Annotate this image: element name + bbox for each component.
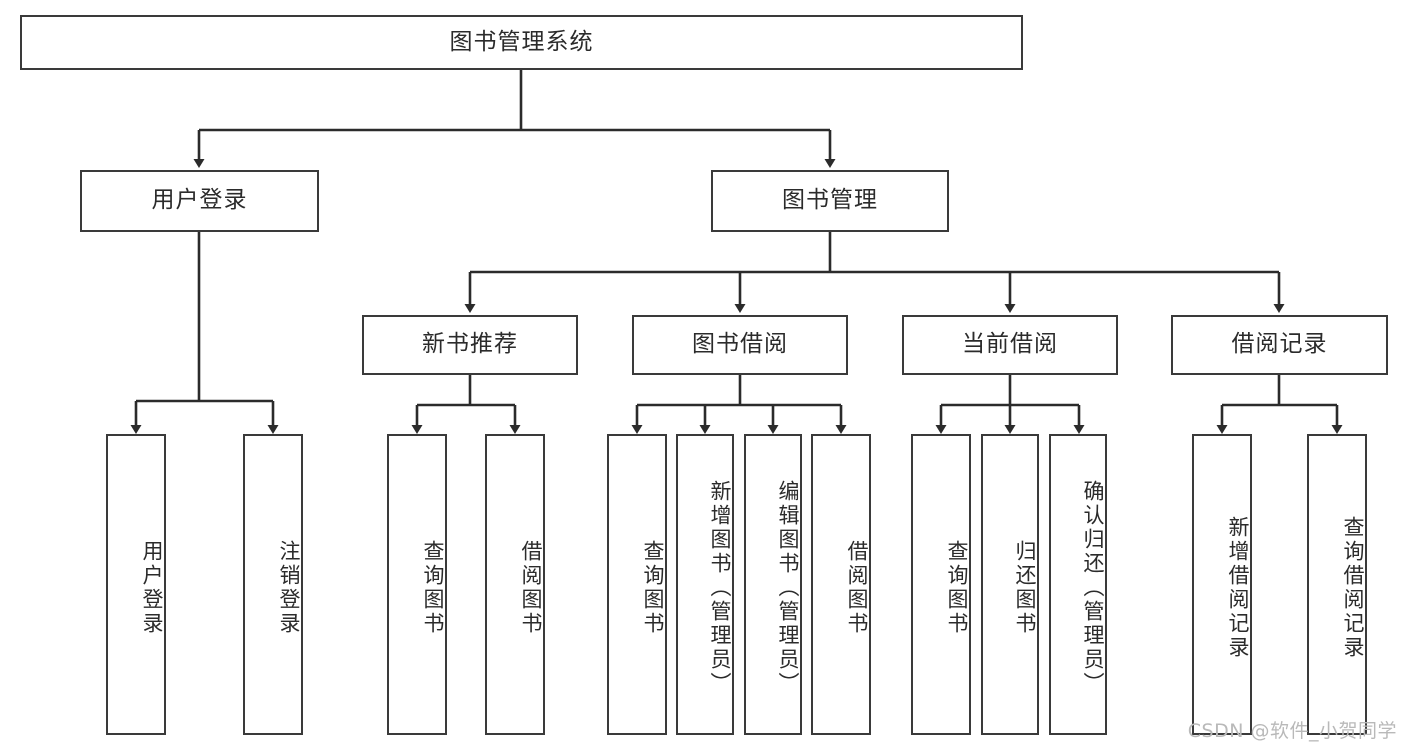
- leaf-label: 注销登录: [277, 539, 301, 636]
- node-new-book-recommend[interactable]: 新书推荐: [362, 315, 578, 375]
- node-book-management[interactable]: 图书管理: [711, 170, 949, 232]
- leaf-current-confirm-return[interactable]: 确认归还（管理员）: [1049, 434, 1107, 735]
- leaf-label: 查询图书: [641, 539, 665, 636]
- leaf-record-add-record[interactable]: 新增借阅记录: [1192, 434, 1252, 735]
- leaf-current-return-book[interactable]: 归还图书: [981, 434, 1039, 735]
- leaf-user-login-login[interactable]: 用户登录: [106, 434, 166, 735]
- leaf-new-book-borrow[interactable]: 借阅图书: [485, 434, 545, 735]
- leaf-borrow-borrow-book[interactable]: 借阅图书: [811, 434, 871, 735]
- watermark-text: CSDN @软件_小贺同学: [1187, 720, 1397, 742]
- node-root-system[interactable]: 图书管理系统: [20, 15, 1023, 70]
- leaf-borrow-add-book[interactable]: 新增图书（管理员）: [676, 434, 734, 735]
- leaf-label: 新增图书（管理员）: [708, 479, 732, 696]
- leaf-current-query-book[interactable]: 查询图书: [911, 434, 971, 735]
- leaf-label: 查询借阅记录: [1341, 515, 1365, 660]
- leaf-borrow-edit-book[interactable]: 编辑图书（管理员）: [744, 434, 802, 735]
- leaf-label: 借阅图书: [519, 539, 543, 636]
- leaf-label: 查询图书: [945, 539, 969, 636]
- leaf-label: 确认归还（管理员）: [1081, 479, 1105, 696]
- node-book-borrow[interactable]: 图书借阅: [632, 315, 848, 375]
- leaf-label: 借阅图书: [845, 539, 869, 636]
- leaf-label: 用户登录: [140, 539, 164, 636]
- leaf-label: 新增借阅记录: [1226, 515, 1250, 660]
- node-user-login[interactable]: 用户登录: [80, 170, 319, 232]
- node-current-borrow[interactable]: 当前借阅: [902, 315, 1118, 375]
- leaf-label: 编辑图书（管理员）: [776, 479, 800, 696]
- leaf-new-book-query[interactable]: 查询图书: [387, 434, 447, 735]
- node-borrow-record[interactable]: 借阅记录: [1171, 315, 1388, 375]
- leaf-label: 查询图书: [421, 539, 445, 636]
- leaf-borrow-query-book[interactable]: 查询图书: [607, 434, 667, 735]
- leaf-label: 归还图书: [1013, 539, 1037, 636]
- leaf-user-login-logout[interactable]: 注销登录: [243, 434, 303, 735]
- leaf-record-query-record[interactable]: 查询借阅记录: [1307, 434, 1367, 735]
